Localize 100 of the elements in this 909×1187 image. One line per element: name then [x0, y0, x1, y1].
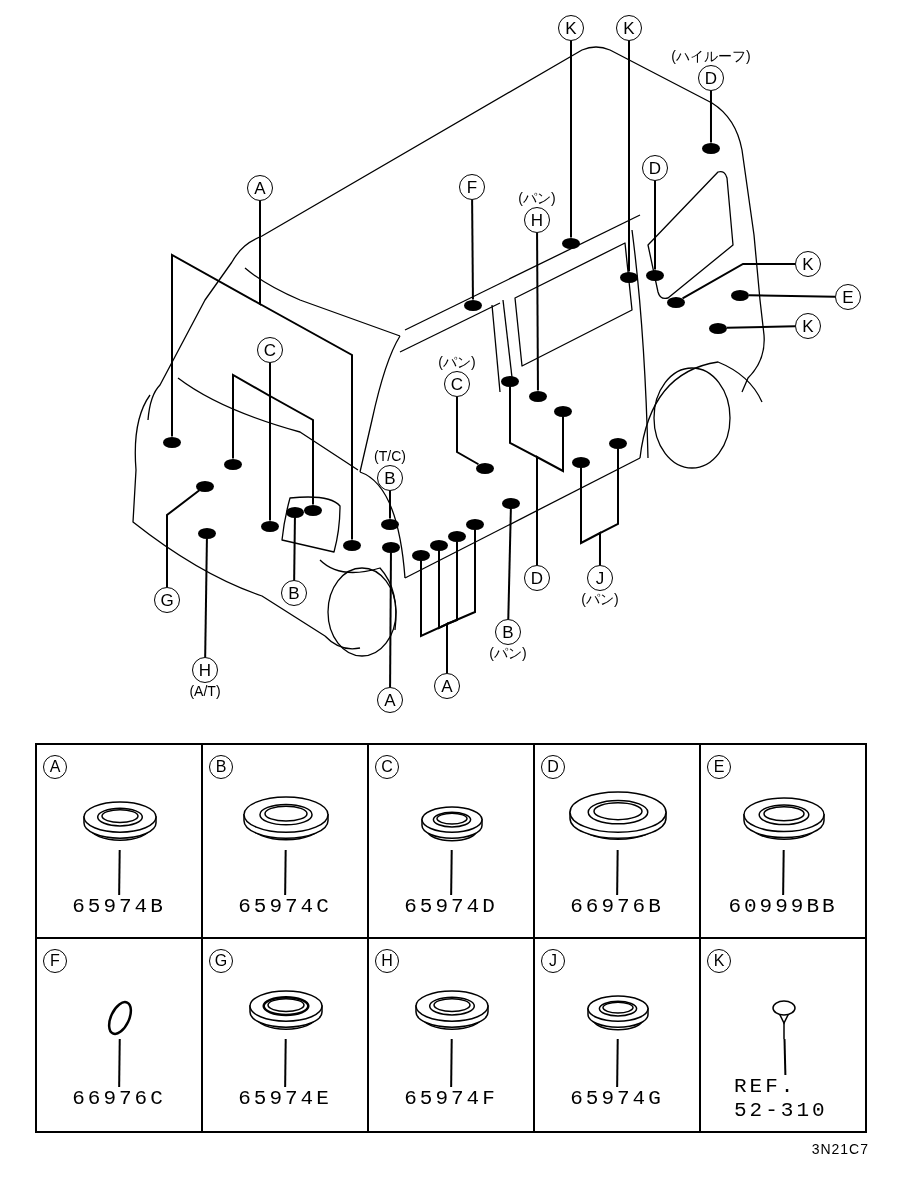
- callout-letter: D: [698, 65, 724, 91]
- parts-table-cell: [699, 937, 867, 1133]
- part-number: 60999BB: [701, 895, 865, 920]
- leader-line: [599, 447, 619, 566]
- plug-mark: [466, 518, 484, 530]
- callout-letter: J: [541, 949, 565, 973]
- callout-letter: K: [795, 251, 821, 277]
- plug-mark: [646, 269, 664, 281]
- leader-line: [446, 528, 476, 674]
- part-number: REF. 52-310: [734, 1075, 838, 1124]
- part-number: 66976C: [37, 1087, 201, 1112]
- parts-table-cell: [35, 743, 203, 939]
- leader-line: [570, 40, 572, 239]
- callout-letter: K: [795, 313, 821, 339]
- callout-letter: B: [377, 465, 403, 491]
- leader-line: [450, 849, 453, 896]
- callout-letter: D: [642, 155, 668, 181]
- callout-letter: D: [541, 755, 565, 779]
- part-number: 65974F: [369, 1087, 533, 1112]
- leader-line: [710, 90, 712, 144]
- callout-letter: E: [707, 755, 731, 779]
- plug-mark: [261, 520, 279, 532]
- plug-mark: [224, 458, 242, 470]
- clip-drawing: [770, 999, 798, 1039]
- leader-line: [507, 507, 512, 620]
- plug-mark: [609, 437, 627, 449]
- part-number: 65974B: [37, 895, 201, 920]
- callout-letter: H: [524, 207, 550, 233]
- leader-line: [616, 1038, 619, 1088]
- plug-mark: [731, 289, 749, 301]
- note-text: (パン): [489, 646, 527, 662]
- callout-letter: E: [835, 284, 861, 310]
- plug-mark: [529, 390, 547, 402]
- plug-mark: [709, 322, 727, 334]
- plug-mark: [448, 530, 466, 542]
- leader-line: [456, 396, 480, 466]
- note-text: (T/C): [374, 448, 406, 464]
- callout-letter: B: [495, 619, 521, 645]
- leader-line: [628, 40, 630, 273]
- callout-letter: F: [43, 949, 67, 973]
- part-number: 65974E: [203, 1087, 367, 1112]
- plug-mark: [163, 436, 181, 448]
- part-number: 65974C: [203, 895, 367, 920]
- callout-letter: G: [154, 587, 180, 613]
- leader-line: [269, 362, 314, 506]
- plug-mark: [381, 518, 399, 530]
- plug-mark: [702, 142, 720, 154]
- parts-table-cell: [35, 937, 203, 1133]
- parts-table-cell: [699, 743, 867, 939]
- plug-mark: [430, 539, 448, 551]
- note-text: (A/T): [189, 684, 221, 700]
- note-text: (パン): [438, 354, 476, 370]
- leader-line: [726, 325, 796, 329]
- callout-letter: A: [434, 673, 460, 699]
- leader-line: [293, 516, 296, 581]
- callout-letter: H: [192, 657, 218, 683]
- leader-line: [450, 1038, 453, 1088]
- leader-line: [389, 551, 392, 688]
- callout-letter: C: [444, 371, 470, 397]
- callout-letter: A: [247, 175, 273, 201]
- leader-line: [681, 263, 796, 300]
- plug-mark: [286, 506, 304, 518]
- plug-mark: [464, 299, 482, 311]
- leader-line: [118, 849, 121, 896]
- leader-line: [166, 489, 201, 588]
- plug-mark: [562, 237, 580, 249]
- plug-mark: [198, 527, 216, 539]
- leader-line: [616, 849, 619, 896]
- note-text: (パン): [518, 190, 556, 206]
- plug-mark: [667, 296, 685, 308]
- callout-letter: K: [616, 15, 642, 41]
- leader-line: [284, 849, 287, 896]
- callout-letter: C: [375, 755, 399, 779]
- plug-mark: [554, 405, 572, 417]
- part-number: 65974D: [369, 895, 533, 920]
- leader-line: [782, 849, 785, 896]
- plug-mark: [502, 497, 520, 509]
- leader-line: [536, 415, 564, 566]
- leader-line: [118, 1038, 121, 1088]
- callout-letter: J: [587, 565, 613, 591]
- plug-mark: [382, 541, 400, 553]
- leader-line: [536, 232, 539, 392]
- figure-code: 3N21C7: [811, 1141, 869, 1157]
- callout-letter: D: [524, 565, 550, 591]
- leader-line: [204, 537, 208, 658]
- plug-mark: [412, 549, 430, 561]
- plug-mark: [572, 456, 590, 468]
- leader-line: [748, 294, 836, 298]
- plug-mark: [196, 480, 214, 492]
- part-number: 66976B: [535, 895, 699, 920]
- callout-letter: B: [209, 755, 233, 779]
- callout-letter: K: [707, 949, 731, 973]
- plug-mark: [501, 375, 519, 387]
- callout-letter: G: [209, 949, 233, 973]
- leader-line: [471, 199, 474, 301]
- note-text: (パン): [581, 592, 619, 608]
- callout-letter: A: [377, 687, 403, 713]
- note-text: (ハイルーフ): [671, 48, 751, 64]
- plug-mark: [304, 504, 322, 516]
- leader-line: [654, 180, 656, 271]
